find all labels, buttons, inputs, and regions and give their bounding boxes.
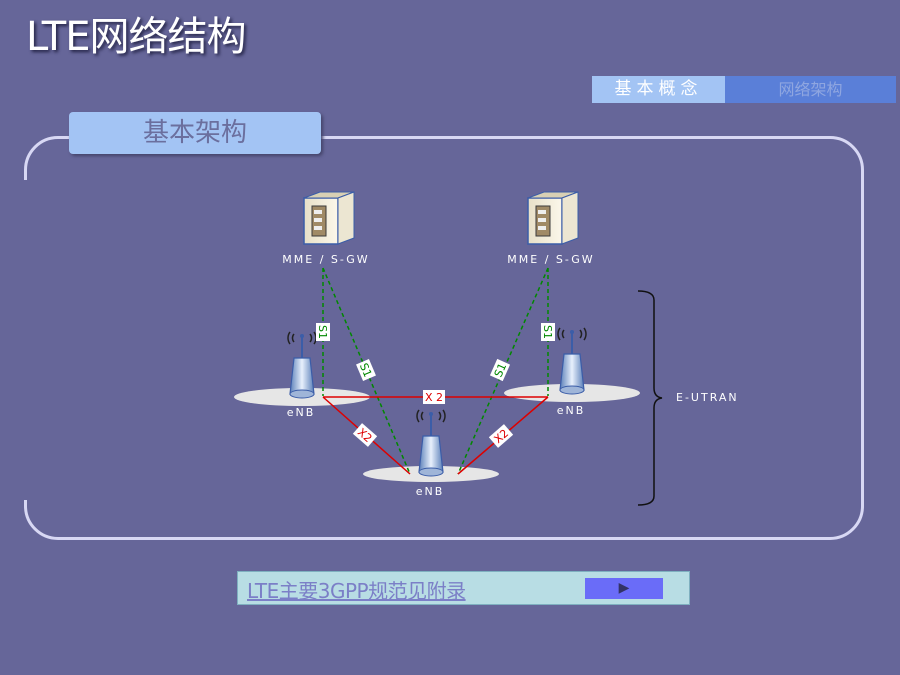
enb-antenna-icon (557, 327, 587, 395)
play-icon: ▶ (618, 580, 630, 596)
tab-bar: 基本概念 网络架构 (592, 76, 896, 103)
eutran-label: E-UTRAN (676, 391, 739, 404)
tab-basic-concepts[interactable]: 基本概念 (592, 76, 725, 103)
s1-label-b: S1 (356, 358, 376, 382)
mme-right-label: MME / S-GW (507, 253, 594, 266)
tab-network-architecture[interactable]: 网络架构 (725, 76, 896, 103)
server-icon (527, 191, 579, 245)
play-button[interactable]: ▶ (585, 578, 663, 599)
svg-text:S1: S1 (492, 361, 510, 379)
svg-text:S1: S1 (316, 325, 329, 339)
s1-label-c: S1 (489, 358, 511, 382)
mme-left-label: MME / S-GW (282, 253, 369, 266)
spec-link[interactable]: LTE主要3GPP规范见附录 (247, 579, 466, 603)
s1-link-left-diagonal (322, 267, 411, 475)
page-title: LTE网络结构 (26, 14, 246, 60)
frame-gap (18, 180, 32, 500)
s1-label-d: S1 (541, 323, 555, 341)
enb-antenna-icon (416, 409, 446, 477)
spec-link-bar: LTE主要3GPP规范见附录 ▶ (237, 571, 690, 605)
eutran-brace (637, 290, 663, 506)
svg-text:X 2: X 2 (425, 391, 443, 404)
s1-label-a: S1 (316, 323, 330, 341)
enb-right-label: eNB (557, 404, 586, 417)
section-title: 基本架构 (69, 112, 321, 154)
svg-text:S1: S1 (357, 361, 374, 379)
enb-antenna-icon (287, 331, 317, 399)
enb-bottom-label: eNB (416, 485, 445, 498)
enb-left-label: eNB (287, 406, 316, 419)
server-icon (303, 191, 355, 245)
svg-text:S1: S1 (541, 325, 554, 339)
x2-label-top: X 2 (423, 390, 445, 404)
